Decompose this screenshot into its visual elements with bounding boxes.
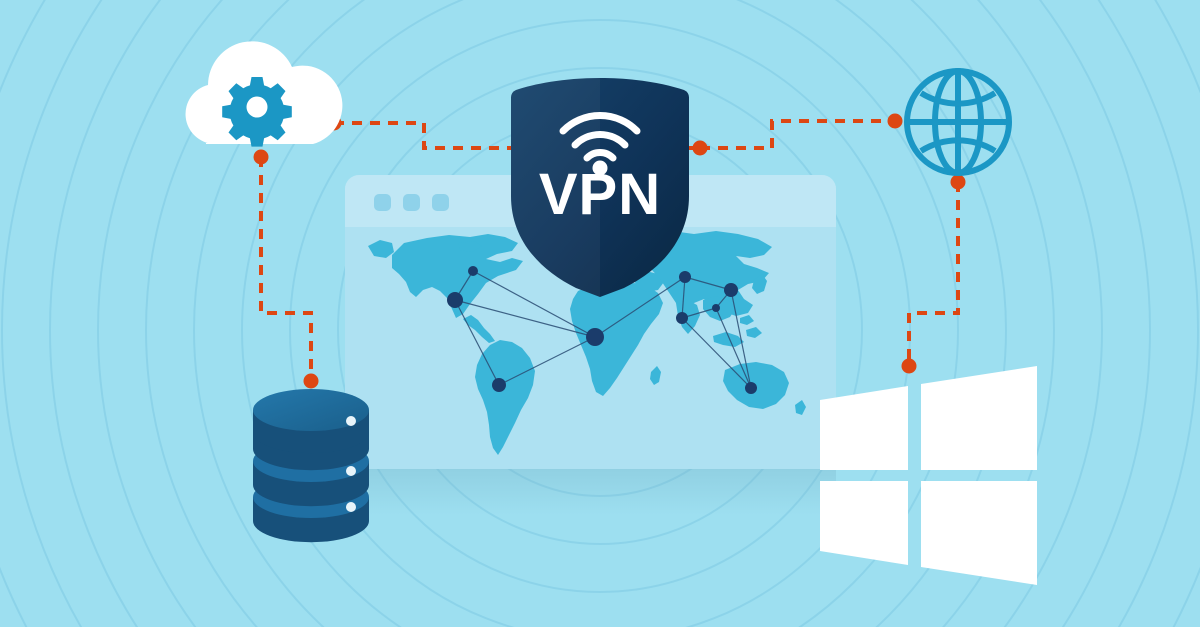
dot-globe-left: [887, 113, 903, 129]
connector-cloud-to-database: [259, 157, 313, 381]
wifi-signal-icon: [559, 112, 641, 162]
globe-icon[interactable]: [904, 68, 1012, 176]
dot-shield-left: [692, 140, 708, 156]
window-dot-3[interactable]: [432, 194, 449, 211]
map-node[interactable]: [712, 304, 720, 312]
map-node[interactable]: [447, 292, 463, 308]
map-node[interactable]: [586, 328, 604, 346]
map-node[interactable]: [679, 271, 691, 283]
dot-database-top: [303, 373, 319, 389]
database-stack-icon[interactable]: [253, 389, 369, 543]
wifi-arc-middle: [571, 131, 629, 149]
wifi-arc-inner: [583, 149, 617, 162]
windows-pane-bottom-right: [921, 481, 1037, 585]
map-node[interactable]: [676, 312, 688, 324]
database-indicator-dot: [346, 502, 356, 512]
map-node[interactable]: [745, 382, 757, 394]
connector-shield-to-globe: [700, 119, 895, 150]
database-disc: [253, 389, 369, 454]
wifi-center-dot: [592, 160, 608, 176]
browser-window-dots: [374, 194, 449, 211]
connector-globe-to-windows: [907, 182, 960, 366]
map-connection-lines: [454, 270, 752, 389]
map-node[interactable]: [492, 378, 506, 392]
vpn-label: VPN: [539, 162, 661, 227]
cloud-gear-icon[interactable]: [185, 41, 343, 147]
map-node[interactable]: [468, 266, 478, 276]
window-dot-2[interactable]: [403, 194, 420, 211]
gear-center-hole: [246, 96, 268, 118]
wifi-arc-outer: [559, 112, 641, 135]
map-node[interactable]: [724, 283, 738, 297]
dot-globe-bottom: [950, 174, 966, 190]
dot-cloud-bottom: [253, 149, 269, 165]
windows-pane-top-right: [921, 366, 1037, 470]
globe-parallel-north: [919, 90, 997, 107]
shield-shape: [510, 78, 690, 297]
map-nodes: [447, 266, 757, 394]
windows-logo-icon[interactable]: [820, 366, 1037, 585]
dot-windows-top: [901, 358, 917, 374]
globe-parallel-south: [919, 137, 997, 154]
database-indicator-dot: [346, 416, 356, 426]
windows-pane-bottom-left: [820, 481, 908, 565]
globe-meridian-inner: [932, 68, 984, 176]
window-dot-1[interactable]: [374, 194, 391, 211]
gear-icon: [222, 77, 292, 147]
database-indicator-dot: [346, 466, 356, 476]
windows-pane-top-left: [820, 386, 908, 470]
shield-highlight: [510, 78, 600, 297]
